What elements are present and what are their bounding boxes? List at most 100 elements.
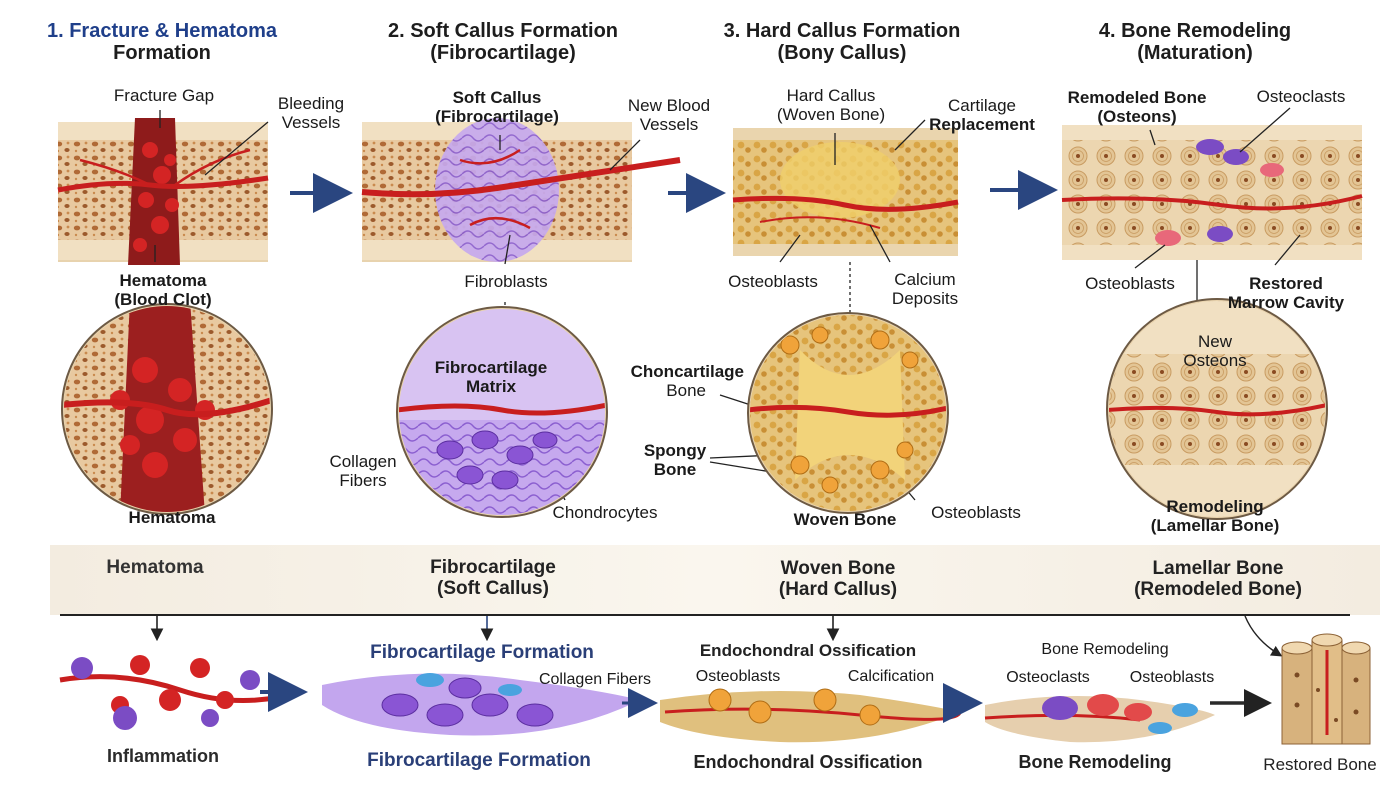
band-fibrocartilage-l2: (Soft Callus) [437,578,549,600]
label-spongy-l2: Bone [653,460,697,480]
band-fibrocartilage: Fibrocartilage (Soft Callus) [430,557,556,600]
label-collagen-l2: Fibers [339,471,387,491]
bottom-endochondral-top: Endochondral Ossification [699,641,917,660]
band-woven-bone: Woven Bone (Hard Callus) [779,558,897,601]
label-collagen-fibers: Collagen Fibers [329,452,396,490]
band-hematoma: Hematoma [106,557,204,578]
stage2-bone-section [361,118,681,262]
restored-bone-art [1281,633,1371,745]
bottom-osteoblasts: Osteoblasts [695,668,781,685]
label-fracture-gap: Fracture Gap [113,86,215,105]
stage4-title-line2: (Maturation) [1137,42,1253,65]
label-new-osteons-l1: New [1197,332,1232,351]
label-matrix-l1: Fibrocartilage [434,358,548,377]
label-new-vessels-l1: New Blood [627,96,711,115]
label-bleeding-vessels-l2: Vessels [281,113,341,133]
bottom-inflammation: Inflammation [106,746,220,766]
band-woven-l1: Woven Bone [780,558,896,579]
stage2-title-line1: 2. Soft Callus Formation [387,20,619,42]
bottom-remodeling-bottom: Bone Remodeling [1018,752,1172,772]
label-bleeding-vessels: Bleeding Vessels [278,94,344,132]
label-collagen-l1: Collagen [329,452,397,471]
ossification-art [660,683,983,743]
label-choncartilage-bone: Choncartilage Bone [614,362,744,400]
bottom-fibrocartilage-top: Fibrocartilage Formation [370,642,594,663]
stage4-title: 4. Bone Remodeling (Maturation) [1099,20,1291,65]
label-restored-marrow: Restored Marrow Cavity [1228,274,1344,312]
stage1-title-line2: Formation [113,42,211,65]
label-remodeled-l2: (Osteons) [1097,107,1177,127]
remodeling-art [984,689,1272,743]
divider-rule [60,614,1350,616]
stage2-title: 2. Soft Callus Formation (Fibrocartilage… [388,20,618,65]
label-cartilage-replacement: Cartilage Replacement [929,96,1035,134]
stage1-magnified-circle [61,303,273,515]
summary-band [50,545,1380,615]
bottom-osteoblasts2: Osteoblasts [1129,669,1215,686]
stage1-bone-section [57,118,269,265]
stage2-magnified-circle [396,306,608,518]
label-hematoma-blood-clot: Hematoma (Blood Clot) [114,271,211,309]
label-matrix-l2: Matrix [465,377,517,397]
stage1-title: 1. Fracture & Hematoma Formation [47,20,277,65]
label-calcium-deposits: Calcium Deposits [892,270,958,308]
label-remodeling-lamellar: Remodeling (Lamellar Bone) [1151,497,1279,535]
band-lamellar-l2: (Remodeled Bone) [1134,579,1302,601]
bottom-remodeling-top: Bone Remodeling [1041,641,1169,658]
label-chondrocytes: Chondrocytes [552,503,658,522]
label-choncartilage-l1: Choncartilage [630,362,744,381]
label-cartilage-l2: Replacement [929,115,1035,135]
stage3-magnified-circle [747,312,949,514]
label-spongy-bone: Spongy Bone [644,441,706,479]
stage3-title-line2: (Bony Callus) [777,42,907,65]
label-choncartilage-l2: Bone [666,381,706,401]
label-new-blood-vessels: New Blood Vessels [628,96,710,134]
label-osteoblasts-circle3: Osteoblasts [931,503,1021,522]
stage4-bone-section [1061,125,1363,260]
stage4-title-line1: 4. Bone Remodeling [1098,20,1292,42]
bottom-osteoclasts: Osteoclasts [1006,669,1090,686]
label-remodeling-l1: Remodeling [1166,497,1264,516]
label-cartilage-l1: Cartilage [947,96,1017,115]
label-new-vessels-l2: Vessels [639,115,699,135]
band-woven-l2: (Hard Callus) [778,579,898,601]
stage2-title-line2: (Fibrocartilage) [430,42,576,65]
label-remodeling-l2: (Lamellar Bone) [1150,516,1280,536]
label-soft-callus: Soft Callus (Fibrocartilage) [435,88,559,126]
bottom-restored-bone: Restored Bone [1263,755,1377,774]
label-hard-callus: Hard Callus (Woven Bone) [777,86,885,124]
label-new-osteons-l2: Osteons [1183,351,1247,371]
label-fibroblasts: Fibroblasts [464,272,548,291]
label-osteoblasts-stage3: Osteoblasts [728,272,818,291]
band-lamellar-bone: Lamellar Bone (Remodeled Bone) [1134,558,1302,601]
stage3-title-line1: 3. Hard Callus Formation [723,20,961,42]
label-spongy-l1: Spongy [643,441,707,460]
label-woven-bone: Woven Bone [793,510,897,529]
label-soft-callus-l1: Soft Callus [452,88,542,107]
bottom-collagen-fibers: Collagen Fibers [538,671,652,688]
band-lamellar-l1: Lamellar Bone [1152,558,1284,579]
inflammation-art [59,655,308,730]
label-hematoma-l2: (Blood Clot) [114,290,212,310]
bottom-endochondral-bottom: Endochondral Ossification [693,752,923,772]
stage4-magnified-circle [1106,298,1328,520]
label-bleeding-vessels-l1: Bleeding [277,94,345,113]
label-hard-callus-l1: Hard Callus [786,86,876,105]
label-calcium-l1: Calcium [894,270,956,289]
bottom-fibrocartilage-bottom: Fibrocartilage Formation [367,750,591,771]
label-soft-callus-l2: (Fibrocartilage) [435,107,559,127]
band-fibrocartilage-l1: Fibrocartilage [430,557,556,578]
label-marrow-l2: Marrow Cavity [1227,293,1345,313]
label-remodeled-bone: Remodeled Bone (Osteons) [1068,88,1207,126]
label-hematoma-l1: Hematoma [119,271,207,290]
label-hard-callus-l2: (Woven Bone) [776,105,886,125]
fibrocartilage-art [322,673,658,736]
label-osteoblasts-stage4: Osteoblasts [1085,274,1175,293]
label-remodeled-l1: Remodeled Bone [1067,88,1207,107]
label-hematoma-circle: Hematoma [128,508,216,527]
stage3-bone-section [732,128,959,256]
label-calcium-l2: Deposits [891,289,959,309]
label-fibrocartilage-matrix: Fibrocartilage Matrix [435,358,547,396]
stage3-title: 3. Hard Callus Formation (Bony Callus) [724,20,961,65]
